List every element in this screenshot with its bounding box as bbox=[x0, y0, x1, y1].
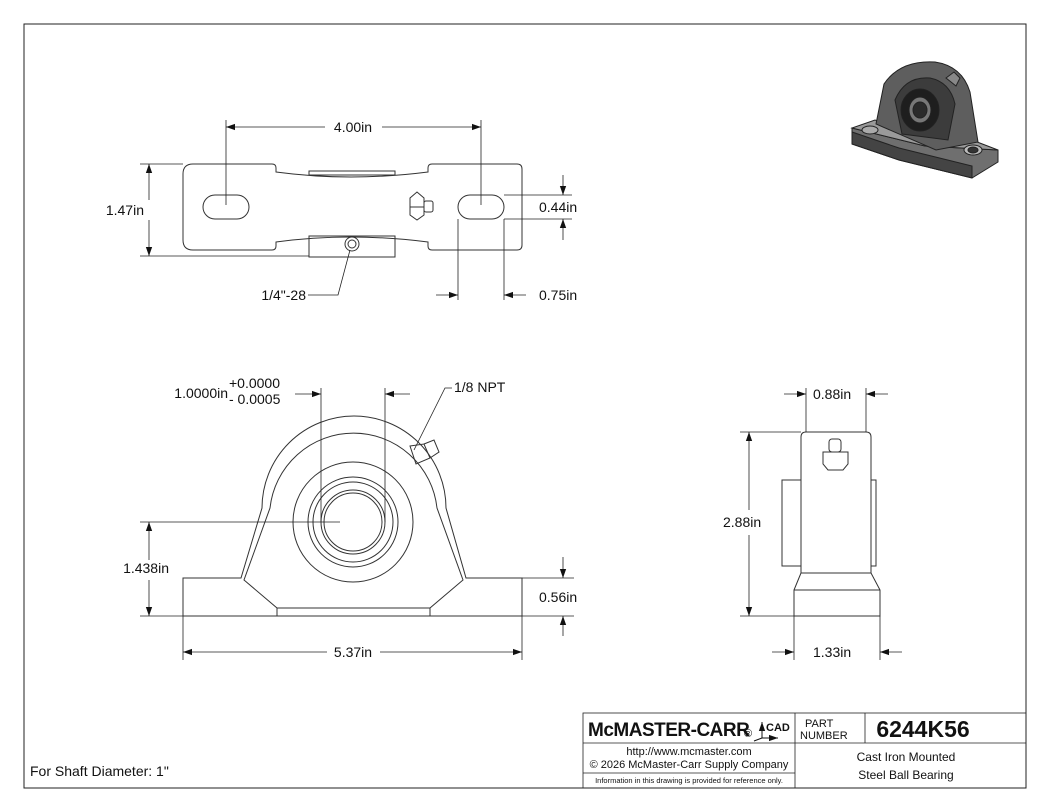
housing-top-strip bbox=[308, 170, 396, 176]
front-view-inner-outline bbox=[243, 432, 464, 616]
top-view bbox=[182, 163, 523, 258]
dim-center-height: 1.438in bbox=[123, 560, 169, 576]
grease-fitting-tip bbox=[423, 200, 434, 213]
copyright: © 2026 McMaster-Carr Supply Company bbox=[590, 759, 789, 771]
dim-base-width: 1.47in bbox=[106, 202, 144, 218]
front-view-dimensions bbox=[140, 387, 574, 660]
housing-bottom-block bbox=[308, 235, 396, 258]
dim-base-thickness: 0.56in bbox=[539, 589, 577, 605]
dim-housing-width: 0.88in bbox=[813, 386, 851, 402]
side-view-collar bbox=[781, 479, 802, 567]
description-line-2: Steel Ball Bearing bbox=[858, 768, 953, 782]
title-block bbox=[582, 712, 1027, 789]
set-screw-inner bbox=[347, 239, 357, 249]
set-screw-outer bbox=[344, 236, 360, 252]
description-line-1: Cast Iron Mounted bbox=[857, 750, 956, 764]
front-view bbox=[182, 415, 523, 617]
side-view-dimensions bbox=[740, 388, 902, 660]
dim-bore-tol-plus: +0.0000 bbox=[229, 375, 280, 391]
dim-slot-width: 0.44in bbox=[539, 199, 577, 215]
drawing-border bbox=[23, 23, 1027, 789]
dim-overall-height: 2.88in bbox=[723, 514, 761, 530]
dim-bore-tol-minus: - 0.0005 bbox=[229, 391, 281, 407]
front-view-outline bbox=[182, 415, 523, 617]
grease-fitting-top bbox=[409, 191, 425, 221]
callout-set-screw: 1/4"-28 bbox=[261, 287, 306, 303]
part-number-label-1: PART bbox=[805, 718, 834, 730]
isometric-view bbox=[850, 61, 999, 179]
dim-bore: 1.0000in bbox=[174, 385, 228, 401]
top-view-dimensions bbox=[140, 120, 572, 300]
disclaimer: Information in this drawing is provided … bbox=[595, 776, 783, 785]
grease-fitting-front bbox=[409, 443, 431, 465]
dim-hole-spacing: 4.00in bbox=[334, 119, 372, 135]
top-view-base-outline bbox=[182, 163, 523, 251]
part-number: 6244K56 bbox=[876, 716, 969, 742]
dim-base-depth: 1.33in bbox=[813, 644, 851, 660]
shaft-diameter-note: For Shaft Diameter: 1" bbox=[30, 763, 169, 779]
callout-fitting: 1/8 NPT bbox=[454, 379, 506, 395]
part-number-label-2: NUMBER bbox=[800, 730, 848, 742]
cad-label: CAD bbox=[766, 722, 790, 734]
brand-logo: McMASTER-CARR bbox=[588, 720, 750, 741]
dim-slot-length: 0.75in bbox=[539, 287, 577, 303]
cad-icon bbox=[753, 722, 778, 742]
brand-registered-mark: ® bbox=[744, 728, 752, 740]
side-view bbox=[781, 431, 881, 617]
grease-fitting-side bbox=[822, 451, 849, 471]
website: http://www.mcmaster.com bbox=[626, 746, 751, 758]
dim-overall-length: 5.37in bbox=[334, 644, 372, 660]
side-view-outline bbox=[793, 431, 881, 617]
